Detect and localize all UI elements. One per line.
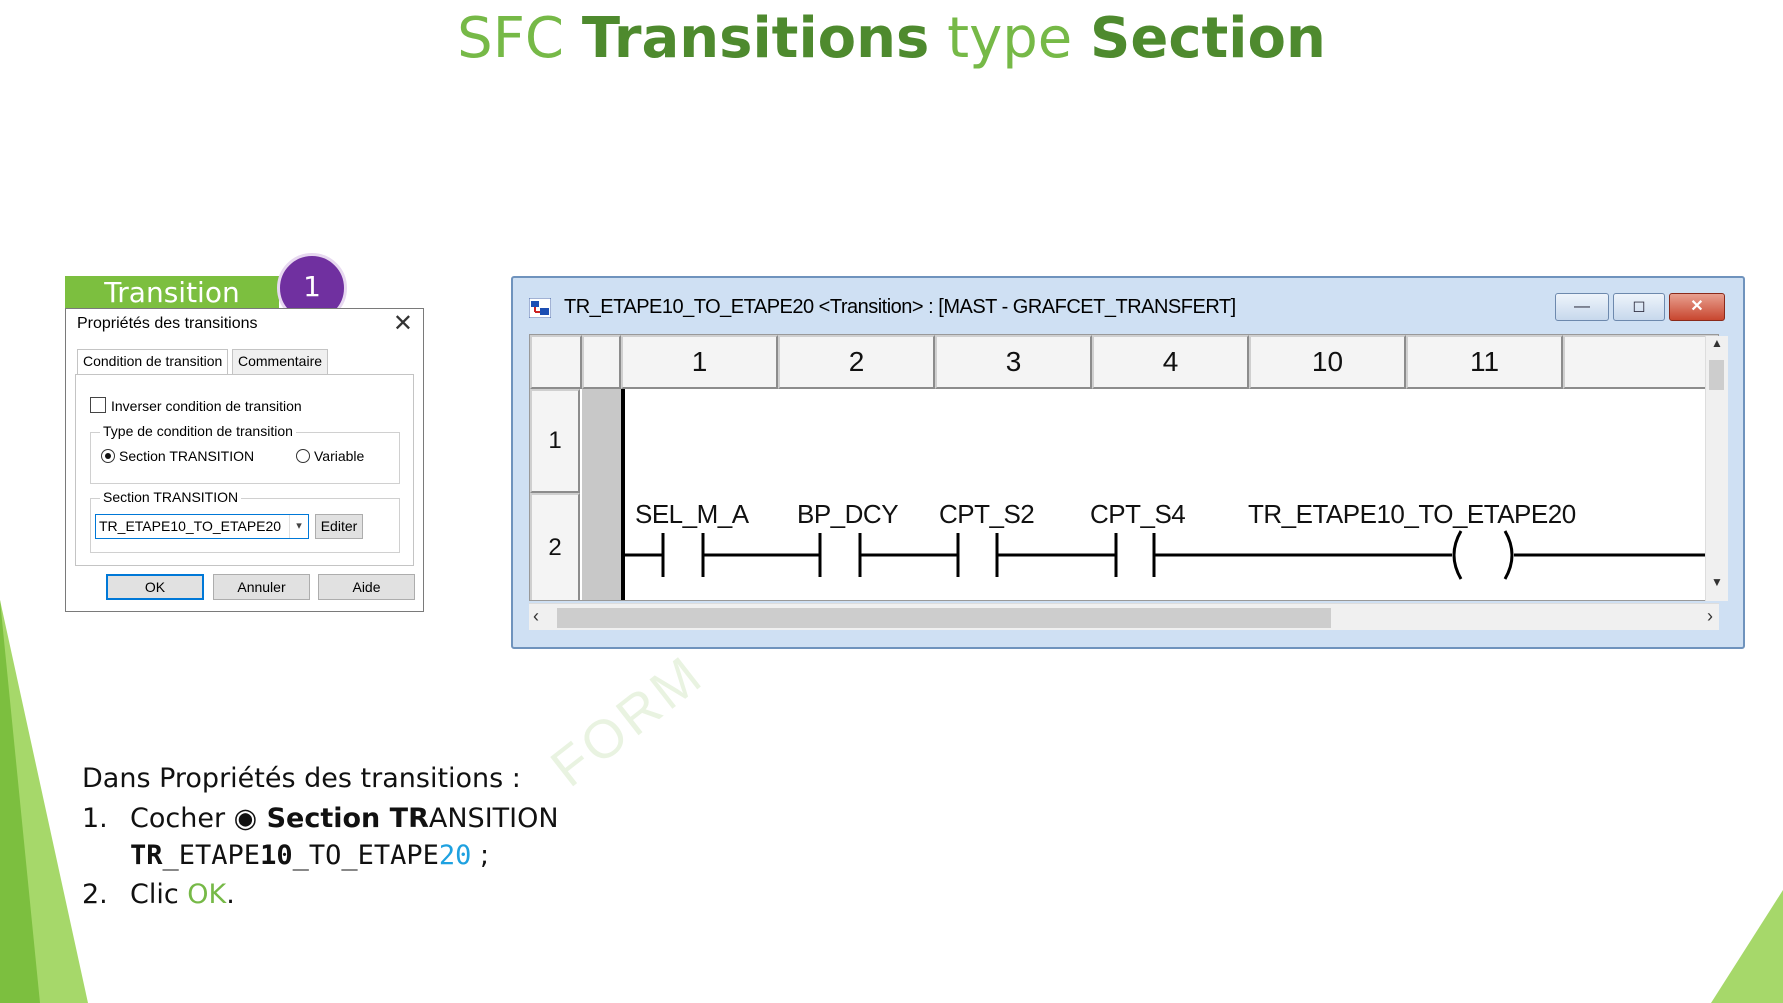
minimize-button[interactable]: — xyxy=(1555,293,1609,321)
column-header[interactable]: 10 xyxy=(1249,335,1406,389)
name-end: ; xyxy=(471,840,490,871)
tab-panel: Inverser condition de transition Type de… xyxy=(75,374,414,566)
step1-text: Cocher xyxy=(130,803,234,834)
decor-triangle-right xyxy=(1711,890,1783,1003)
column-header[interactable]: 2 xyxy=(778,335,935,389)
title-part-4: Section xyxy=(1090,6,1326,71)
scroll-up-icon[interactable]: ▲ xyxy=(1711,336,1723,350)
help-button[interactable]: Aide xyxy=(318,574,415,600)
instruction-step-2: 2. Clic OK. xyxy=(82,879,235,910)
tab-commentaire[interactable]: Commentaire xyxy=(232,349,329,375)
coil-label[interactable]: TR_ETAPE10_TO_ETAPE20 xyxy=(1248,499,1576,529)
ladder-editor-window: TR_ETAPE10_TO_ETAPE20 <Transition> : [MA… xyxy=(511,276,1745,649)
step1-rest: ANSITION xyxy=(428,803,559,834)
step-number: 1. xyxy=(82,803,108,834)
type-group-label: Type de condition de transition xyxy=(100,423,296,439)
slide-title: SFC Transitions type Section xyxy=(0,6,1783,71)
transition-properties-dialog: Propriétés des transitions ✕ Condition d… xyxy=(65,308,424,612)
instruction-step-1: 1. Cocher ◉ Section TRANSITION xyxy=(82,803,559,834)
invert-condition-checkbox[interactable]: Inverser condition de transition xyxy=(90,397,302,414)
section-combobox[interactable]: TR_ETAPE10_TO_ETAPE20 ▾ xyxy=(95,514,309,539)
title-part-3: type xyxy=(929,6,1091,71)
contact-label[interactable]: SEL_M_A xyxy=(635,499,749,529)
scroll-thumb[interactable] xyxy=(557,608,1331,628)
tab-condition[interactable]: Condition de transition xyxy=(77,349,229,377)
horizontal-scrollbar[interactable]: ‹ › xyxy=(529,603,1719,630)
rail-header xyxy=(582,335,621,389)
name-part-d: _TO_ETAPE xyxy=(292,840,439,871)
section-group-label: Section TRANSITION xyxy=(100,489,242,505)
radio-selected-icon[interactable] xyxy=(101,449,115,463)
section-group: Section TRANSITION TR_ETAPE10_TO_ETAPE20… xyxy=(90,489,400,553)
name-part-c: 10 xyxy=(260,840,293,871)
contact-label[interactable]: CPT_S4 xyxy=(1090,499,1186,529)
maximize-button[interactable]: ◻ xyxy=(1613,293,1665,321)
ok-button[interactable]: OK xyxy=(106,574,204,600)
title-part-1: SFC xyxy=(457,6,582,71)
instruction-step-1-name: TR_ETAPE10_TO_ETAPE20 ; xyxy=(130,840,489,871)
row-header[interactable]: 2 xyxy=(530,493,580,600)
instructions-intro: Dans Propriétés des transitions : xyxy=(82,763,521,794)
step2-end: . xyxy=(226,879,235,910)
column-header[interactable]: 4 xyxy=(1092,335,1249,389)
ladder-grid: 1 2 3 4 10 11 1 2 xyxy=(529,334,1719,601)
radio-section-label: Section TRANSITION xyxy=(119,448,255,464)
watermark: FORM xyxy=(540,643,715,799)
transition-tag: Transition xyxy=(65,276,279,309)
close-window-button[interactable]: ✕ xyxy=(1669,293,1725,321)
radio-variable-label: Variable xyxy=(314,448,365,464)
contact-label[interactable]: CPT_S2 xyxy=(939,499,1035,529)
name-part-e: 20 xyxy=(438,840,472,871)
radio-section-transition[interactable]: Section TRANSITION xyxy=(101,448,254,464)
step2-text: Clic xyxy=(130,879,188,910)
left-rail-area xyxy=(582,389,621,600)
dialog-title: Propriétés des transitions xyxy=(77,315,258,332)
title-part-2: Transitions xyxy=(581,6,930,71)
radio-empty-icon[interactable] xyxy=(296,449,310,463)
scroll-thumb[interactable] xyxy=(1709,360,1724,390)
close-icon[interactable]: ✕ xyxy=(392,310,413,337)
coil-arc-left xyxy=(1452,530,1463,580)
step-number: 2. xyxy=(82,879,108,910)
vertical-scrollbar[interactable]: ▲ ▼ xyxy=(1705,336,1728,601)
step1-bold: Section TR xyxy=(257,803,429,834)
scroll-left-icon[interactable]: ‹ xyxy=(533,606,539,626)
decor-triangle-left-dark xyxy=(0,600,40,1003)
column-header[interactable]: 11 xyxy=(1406,335,1563,389)
corner-header xyxy=(530,335,582,389)
scroll-down-icon[interactable]: ▼ xyxy=(1711,575,1723,589)
column-header-extra xyxy=(1563,335,1718,389)
contact-label[interactable]: BP_DCY xyxy=(797,499,899,529)
ladder-rung xyxy=(625,530,1706,580)
chevron-down-icon[interactable]: ▾ xyxy=(289,515,308,538)
type-group: Type de condition de transition Section … xyxy=(90,423,400,484)
section-combobox-value: TR_ETAPE10_TO_ETAPE20 xyxy=(99,518,282,534)
left-power-rail xyxy=(621,389,625,600)
edit-button[interactable]: Editer xyxy=(315,514,363,539)
column-header[interactable]: 1 xyxy=(621,335,778,389)
step2-ok: OK xyxy=(187,879,227,910)
name-part-b: _ETAPE xyxy=(162,840,261,871)
row-header[interactable]: 1 xyxy=(530,389,580,493)
invert-condition-label: Inverser condition de transition xyxy=(111,398,302,414)
editor-title: TR_ETAPE10_TO_ETAPE20 <Transition> : [MA… xyxy=(564,296,1236,318)
ladder-editor-icon xyxy=(529,298,551,318)
radio-variable[interactable]: Variable xyxy=(296,448,364,464)
coil-arc-right xyxy=(1503,530,1514,580)
name-part-a: TR xyxy=(130,840,163,871)
cancel-button[interactable]: Annuler xyxy=(213,574,310,600)
scroll-right-icon[interactable]: › xyxy=(1707,606,1713,626)
radio-selected-icon: ◉ xyxy=(233,803,258,834)
checkbox-box[interactable] xyxy=(90,397,106,413)
column-header[interactable]: 3 xyxy=(935,335,1092,389)
